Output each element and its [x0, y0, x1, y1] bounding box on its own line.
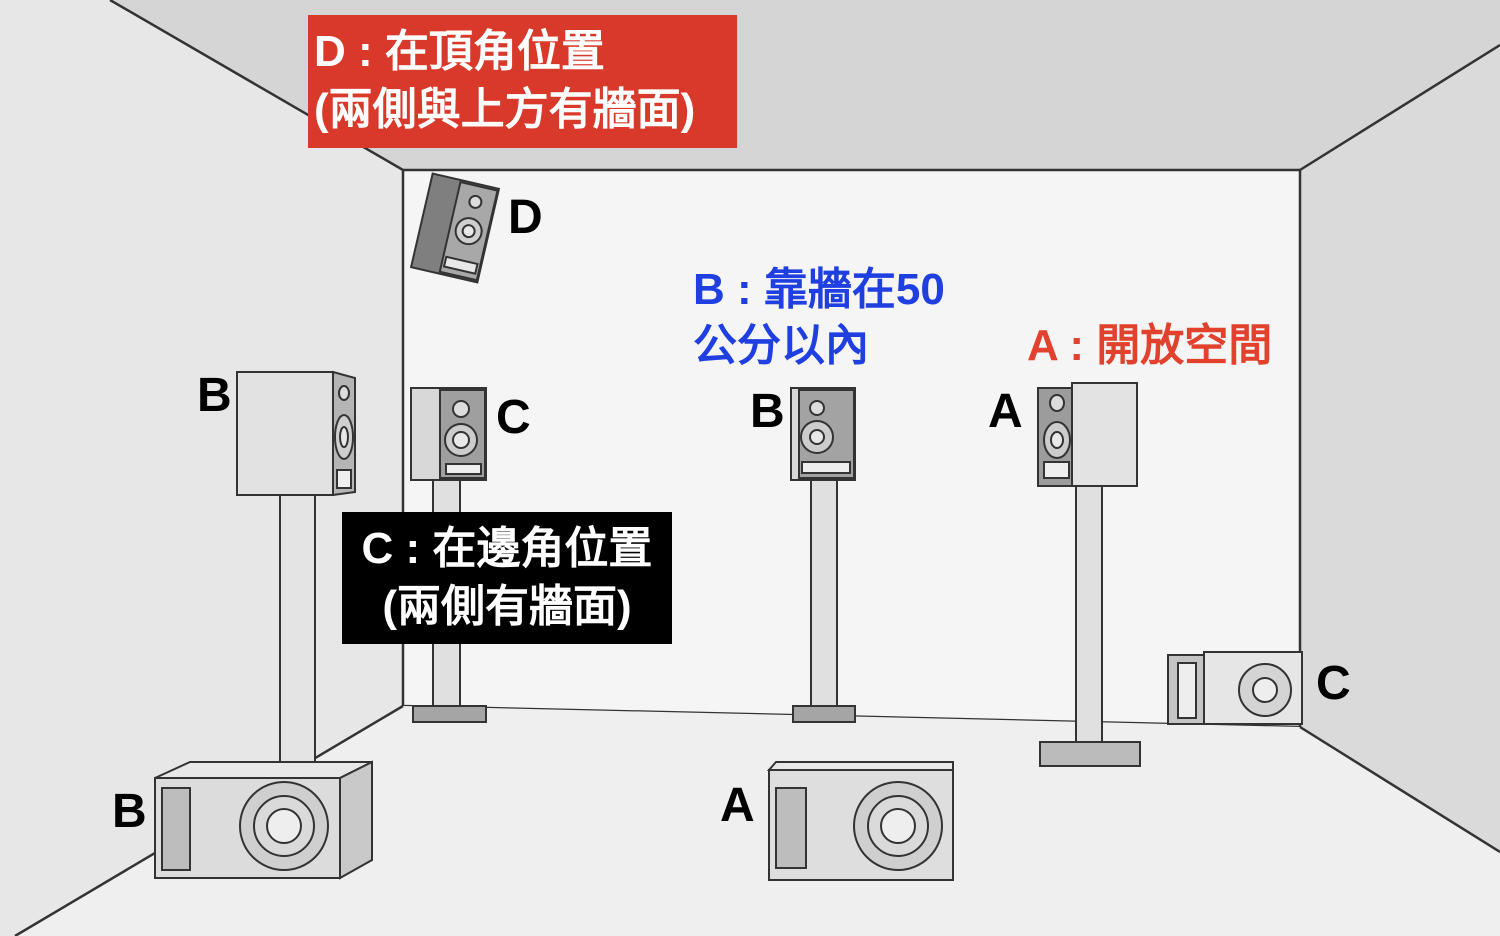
monitor-a-open-woofer-cap: [1050, 431, 1064, 449]
label-a-monitor-open: A: [988, 385, 1023, 438]
label-d-monitor: D: [508, 191, 543, 244]
ceiling-right-edge: [1299, 43, 1500, 172]
monitor-a-open-tweeter: [1049, 394, 1065, 412]
label-c-monitor-corner: C: [496, 391, 531, 444]
callout-d-line1: D : 在頂角位置: [314, 27, 605, 76]
subwoofer-b-left-side: [339, 760, 373, 880]
monitor-b-left-side: [236, 371, 334, 496]
label-b-monitor-left: B: [197, 369, 232, 422]
subwoofer-a-open: [766, 761, 954, 881]
monitor-b-left-tweeter: [338, 385, 350, 401]
floor-right-edge: [1299, 725, 1500, 854]
monitor-b-left: [236, 370, 356, 497]
monitor-d-woofer-cap: [461, 224, 476, 239]
monitor-c-corner: [410, 387, 487, 481]
monitor-a-open-side: [1071, 382, 1138, 487]
stand-b-left-pole: [279, 494, 316, 763]
subwoofer-b-left: [154, 760, 373, 880]
subwoofer-a-open-woofer-cap: [880, 808, 916, 844]
monitor-d-port: [442, 255, 479, 275]
stand-a-open-base: [1039, 741, 1141, 767]
label-b-sub-left: B: [112, 785, 147, 838]
callout-c-line2: (兩側有牆面): [382, 582, 632, 631]
label-b-monitor-wall: B: [750, 385, 785, 438]
callout-a-open-space: A : 開放空間: [1027, 318, 1272, 374]
subwoofer-c-corner-woofer-cap: [1252, 677, 1278, 703]
stand-b-wall-base: [792, 705, 856, 723]
monitor-c-corner-tweeter: [452, 400, 470, 418]
subwoofer-a-open-top: [766, 761, 954, 771]
monitor-a-open: [1037, 382, 1138, 487]
monitor-b-left-woofer-cap: [339, 426, 349, 448]
monitor-b-wall-woofer-cap: [809, 429, 825, 445]
label-c-sub-corner: C: [1316, 657, 1351, 710]
stand-a-open-pole: [1075, 485, 1103, 745]
monitor-a-open-port: [1043, 461, 1070, 479]
monitor-b-wall-port: [801, 461, 851, 474]
monitor-b-wall: [790, 387, 856, 481]
monitor-c-corner-port: [445, 463, 482, 475]
callout-d-ceiling-corner: D : 在頂角位置 (兩側與上方有牆面): [308, 15, 737, 148]
label-a-sub-open: A: [720, 779, 755, 832]
subwoofer-b-left-slot: [161, 787, 191, 871]
monitor-d-tweeter: [468, 194, 483, 209]
subwoofer-b-left-woofer-cap: [266, 808, 302, 844]
right-wall: [1300, 45, 1500, 852]
callout-b-line1: B : 靠牆在50: [693, 265, 945, 314]
callout-b-line2: 公分以內: [693, 321, 869, 370]
monitor-c-corner-woofer-cap: [452, 431, 470, 449]
callout-b-near-wall: B : 靠牆在50 公分以內: [693, 262, 945, 374]
stand-c-corner-base: [412, 705, 487, 723]
callout-c-wall-corner: C : 在邊角位置 (兩側有牆面): [342, 512, 672, 644]
subwoofer-c-corner-slot: [1177, 662, 1197, 719]
monitor-b-left-port: [336, 469, 352, 489]
callout-c-line1: C : 在邊角位置: [361, 524, 653, 573]
subwoofer-b-left-top: [154, 761, 373, 779]
monitor-b-wall-tweeter: [809, 400, 825, 416]
subwoofer-c-corner: [1167, 651, 1303, 725]
callout-a-line1: A : 開放空間: [1027, 321, 1273, 370]
subwoofer-a-open-slot: [775, 787, 807, 869]
monitor-d: [409, 172, 501, 284]
stand-b-wall-pole: [810, 479, 838, 709]
callout-d-line2: (兩側與上方有牆面): [314, 85, 696, 134]
